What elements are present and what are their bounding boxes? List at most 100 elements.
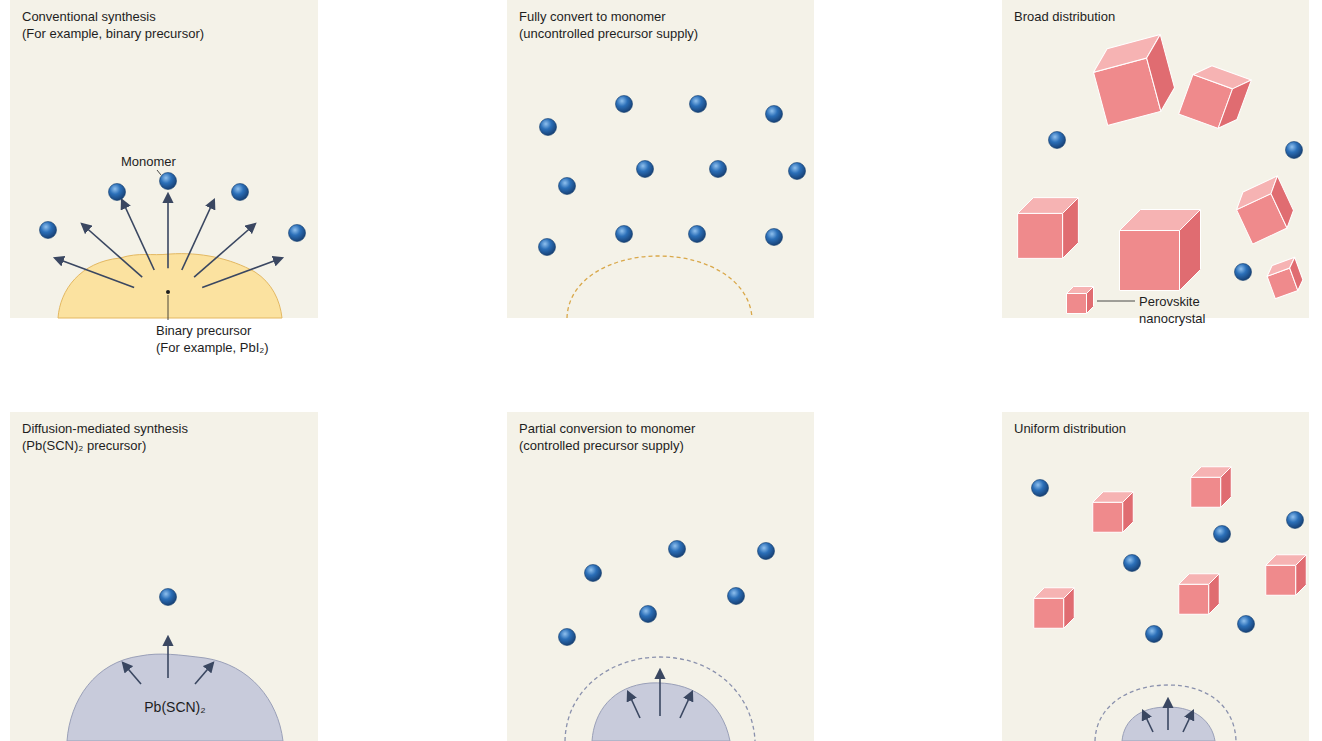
dashed-outline <box>565 657 755 741</box>
panel-title: Fully convert to monomer <box>519 8 698 25</box>
illustration-part <box>167 637 169 678</box>
monomer <box>540 119 557 136</box>
illustration-part <box>1183 711 1193 732</box>
illustration-part <box>123 663 141 684</box>
release-arrow <box>182 200 214 270</box>
panel-heading: Broad distribution <box>1014 8 1115 25</box>
cube-face <box>1179 574 1220 585</box>
cube-face <box>1179 74 1233 128</box>
cube-face <box>1063 198 1079 259</box>
perovskite-cube <box>1034 588 1075 629</box>
perovskite-cube <box>1191 467 1232 508</box>
panel-title: Diffusion-mediated synthesis <box>22 420 188 437</box>
panel-heading: Conventional synthesis(For example, bina… <box>22 8 204 42</box>
panel-title: Conventional synthesis <box>22 8 204 25</box>
monomer <box>585 565 602 582</box>
cube-face <box>1064 588 1075 629</box>
cube-face <box>1193 61 1251 94</box>
illustration-part <box>195 663 213 684</box>
monomer <box>1032 480 1049 497</box>
cube-face <box>1034 588 1075 599</box>
panel: Uniform distribution <box>1002 412 1309 741</box>
leader-line <box>1097 301 1135 302</box>
release-arrow <box>194 224 255 277</box>
label-holder: Binary precursor <box>156 322 251 339</box>
illustration-part <box>680 692 692 718</box>
blob-shape <box>67 655 283 741</box>
callout-label: (For example, PbI₂) <box>156 339 269 356</box>
cube-face <box>1067 294 1087 314</box>
release-arrows <box>123 637 1193 732</box>
monomer <box>1287 512 1304 529</box>
monomer <box>559 178 576 195</box>
cube-face <box>1067 287 1094 294</box>
callout-label: Monomer <box>121 153 176 170</box>
panel: Broad distribution <box>1002 0 1309 318</box>
monomer <box>640 606 657 623</box>
monomer <box>160 589 177 606</box>
cube-face <box>1179 584 1209 614</box>
perovskite-cube <box>1018 198 1079 259</box>
perovskite-cube <box>1264 257 1306 299</box>
cube-face <box>1018 198 1079 214</box>
monomer <box>539 239 556 256</box>
cube-face <box>1089 35 1166 73</box>
panel-subtitle: (uncontrolled precursor supply) <box>519 25 698 42</box>
illustration-part <box>1143 711 1153 732</box>
monomer <box>1235 264 1252 281</box>
blob-label: Pb(SCN)₂ <box>144 680 205 716</box>
monomers <box>40 96 1304 646</box>
release-arrow <box>82 224 142 277</box>
cube-face <box>1221 467 1232 508</box>
cube-face <box>1191 477 1221 507</box>
cube-face <box>1018 213 1063 258</box>
binary-precursor-blob <box>58 254 282 318</box>
cube-face <box>1087 287 1094 314</box>
monomer <box>616 96 633 113</box>
monomer <box>669 541 686 558</box>
panel: Diffusion-mediated synthesis(Pb(SCN)₂ pr… <box>10 412 318 741</box>
panel-heading: Fully convert to monomer(uncontrolled pr… <box>519 8 698 42</box>
panel-title: Partial conversion to monomer <box>519 420 695 437</box>
monomer <box>637 161 654 178</box>
cube-face <box>1231 176 1283 210</box>
cube-face <box>1191 467 1232 478</box>
leader-line <box>168 295 169 320</box>
cube-face <box>1142 35 1180 112</box>
monomer <box>160 173 177 190</box>
release-arrow <box>202 258 282 287</box>
illustration-part <box>1167 699 1169 730</box>
monomer <box>728 588 745 605</box>
dashed-outline <box>567 256 752 318</box>
perovskite-cube <box>1179 574 1220 615</box>
precursor-blob <box>592 683 730 741</box>
perovskite-cube <box>1093 492 1134 533</box>
cube-face <box>1237 194 1287 244</box>
perovskite-cube <box>1067 287 1094 314</box>
cube-face <box>1265 176 1299 228</box>
panel-subtitle: (For example, binary precursor) <box>22 25 204 42</box>
cube-face <box>1296 555 1307 596</box>
dashed-outline <box>1095 685 1236 741</box>
callout-label: Binary precursor <box>156 322 251 339</box>
monomer <box>766 106 783 123</box>
cube-face <box>1267 268 1298 299</box>
label-holder: (For example, PbI₂) <box>156 339 269 356</box>
cube-face <box>1093 502 1123 532</box>
panel-subtitle: (Pb(SCN)₂ precursor) <box>22 437 188 454</box>
panel-heading: Uniform distribution <box>1014 420 1126 437</box>
monomer <box>1238 616 1255 633</box>
cube-face <box>1266 565 1296 595</box>
panel-title: Uniform distribution <box>1014 420 1126 437</box>
cube-face <box>1120 210 1201 231</box>
cube-face <box>1034 598 1064 628</box>
cube-face <box>1266 555 1307 566</box>
monomer <box>616 226 633 243</box>
cube-face <box>1093 492 1134 503</box>
label-holder: Perovskite nanocrystal <box>1139 293 1221 327</box>
release-arrows <box>55 194 282 287</box>
center-dot <box>166 290 170 294</box>
monomer <box>232 184 249 201</box>
